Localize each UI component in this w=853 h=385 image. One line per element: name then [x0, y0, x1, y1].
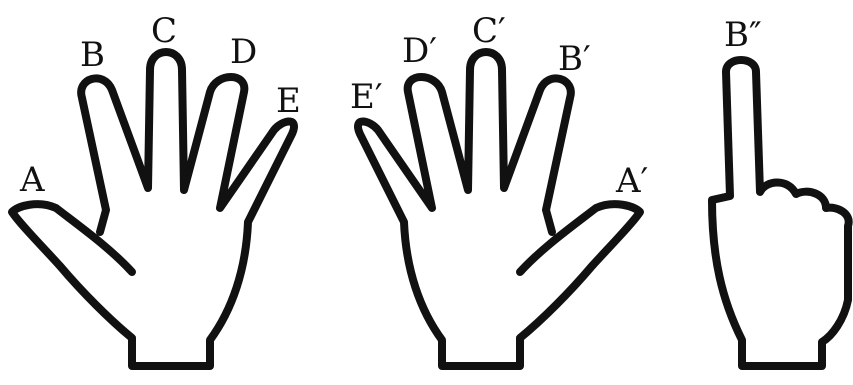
right-hand-outline	[358, 52, 640, 366]
left-middle-label: C	[151, 11, 177, 51]
right-hand: E′ D′ C′ B′ A′	[350, 11, 648, 366]
right-ring-label: D′	[402, 31, 437, 71]
pointing-index-label: B″	[724, 15, 762, 55]
left-ring-label: D	[230, 32, 257, 72]
right-index-label: B′	[558, 39, 591, 79]
left-hand-outline	[12, 52, 294, 366]
right-middle-label: C′	[472, 11, 506, 51]
pointing-hand: B″	[712, 15, 849, 366]
right-thumb-label: A′	[615, 161, 648, 201]
left-little-label: E	[276, 81, 301, 121]
left-thumb-label: A	[19, 160, 45, 200]
left-index-label: B	[80, 35, 105, 75]
left-hand: A B C D E	[12, 11, 301, 366]
pointing-hand-outline	[712, 60, 849, 366]
right-little-label: E′	[350, 77, 383, 117]
